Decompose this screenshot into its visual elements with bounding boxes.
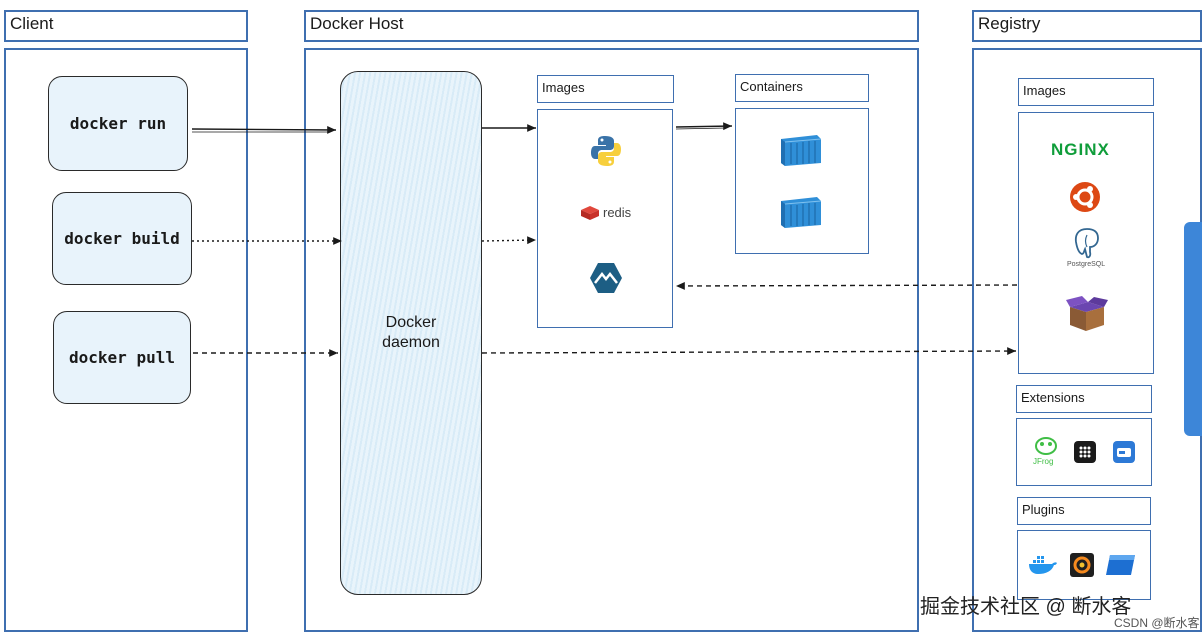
daemon-to-images-dotted-arrow	[481, 236, 537, 245]
docker-run-command: docker run	[48, 76, 188, 171]
blue-plugin-icon	[1106, 555, 1135, 575]
containers-title: Containers	[740, 79, 803, 94]
registry-images-box: NGINX PostgreSQL	[1018, 112, 1154, 374]
plugins-box	[1017, 530, 1151, 600]
extensions-box: JFrog	[1016, 418, 1152, 486]
docker-run-label: docker run	[69, 114, 167, 133]
daemon-to-registry-arrow	[481, 347, 1017, 355]
containers-header: Containers	[735, 74, 869, 102]
postgresql-icon	[1074, 228, 1099, 259]
registry-title: Registry	[978, 14, 1041, 33]
client-title: Client	[10, 14, 54, 33]
docker-host-header: Docker Host	[304, 10, 919, 42]
docker-pull-label: docker pull	[69, 348, 175, 367]
extensions-header: Extensions	[1016, 385, 1152, 413]
run-to-daemon-arrow	[191, 126, 337, 134]
extensions-title: Extensions	[1021, 390, 1085, 405]
grid-app-icon	[1074, 441, 1096, 463]
container-icon	[781, 197, 822, 228]
side-panel-tab[interactable]	[1184, 222, 1202, 436]
images-to-containers-arrow	[675, 122, 733, 131]
disk-app-icon	[1113, 441, 1135, 463]
nginx-logo: NGINX	[1051, 140, 1110, 159]
docker-build-command: docker build	[52, 192, 192, 285]
plugins-header: Plugins	[1017, 497, 1151, 525]
postgresql-text: PostgreSQL	[1067, 261, 1106, 268]
watermark-sub: CSDN @断水客	[1114, 616, 1200, 630]
host-images-header: Images	[537, 75, 674, 103]
docker-host-title: Docker Host	[310, 14, 404, 33]
grafana-icon	[1070, 553, 1094, 577]
ubuntu-icon	[1070, 182, 1100, 212]
docker-whale-icon	[1029, 556, 1057, 574]
daemon-label-line1: Docker	[385, 314, 437, 331]
host-images-title: Images	[542, 80, 585, 95]
plugins-title: Plugins	[1022, 502, 1065, 517]
docker-build-label: docker build	[64, 229, 180, 248]
registry-images-title: Images	[1023, 83, 1066, 98]
box-icon	[1066, 296, 1108, 331]
alpine-icon	[590, 263, 622, 293]
jfrog-icon	[1035, 437, 1057, 455]
registry-header: Registry	[972, 10, 1202, 42]
container-icon	[781, 135, 822, 166]
python-icon	[591, 136, 621, 166]
images-to-containers-arrow-sketch	[675, 127, 727, 130]
docker-daemon: Docker daemon	[340, 71, 482, 595]
registry-images-header: Images	[1018, 78, 1154, 106]
jfrog-text: JFrog	[1033, 457, 1054, 466]
client-header: Client	[4, 10, 248, 42]
redis-icon	[581, 206, 599, 220]
docker-pull-command: docker pull	[53, 311, 191, 404]
daemon-label-line2: daemon	[382, 334, 440, 351]
registry-to-images-arrow	[675, 282, 1018, 290]
host-images-box: redis	[537, 109, 673, 328]
redis-text: redis	[603, 205, 632, 220]
containers-box	[735, 108, 869, 254]
watermark-main: 掘金技术社区 @ 断水客	[920, 596, 1132, 618]
